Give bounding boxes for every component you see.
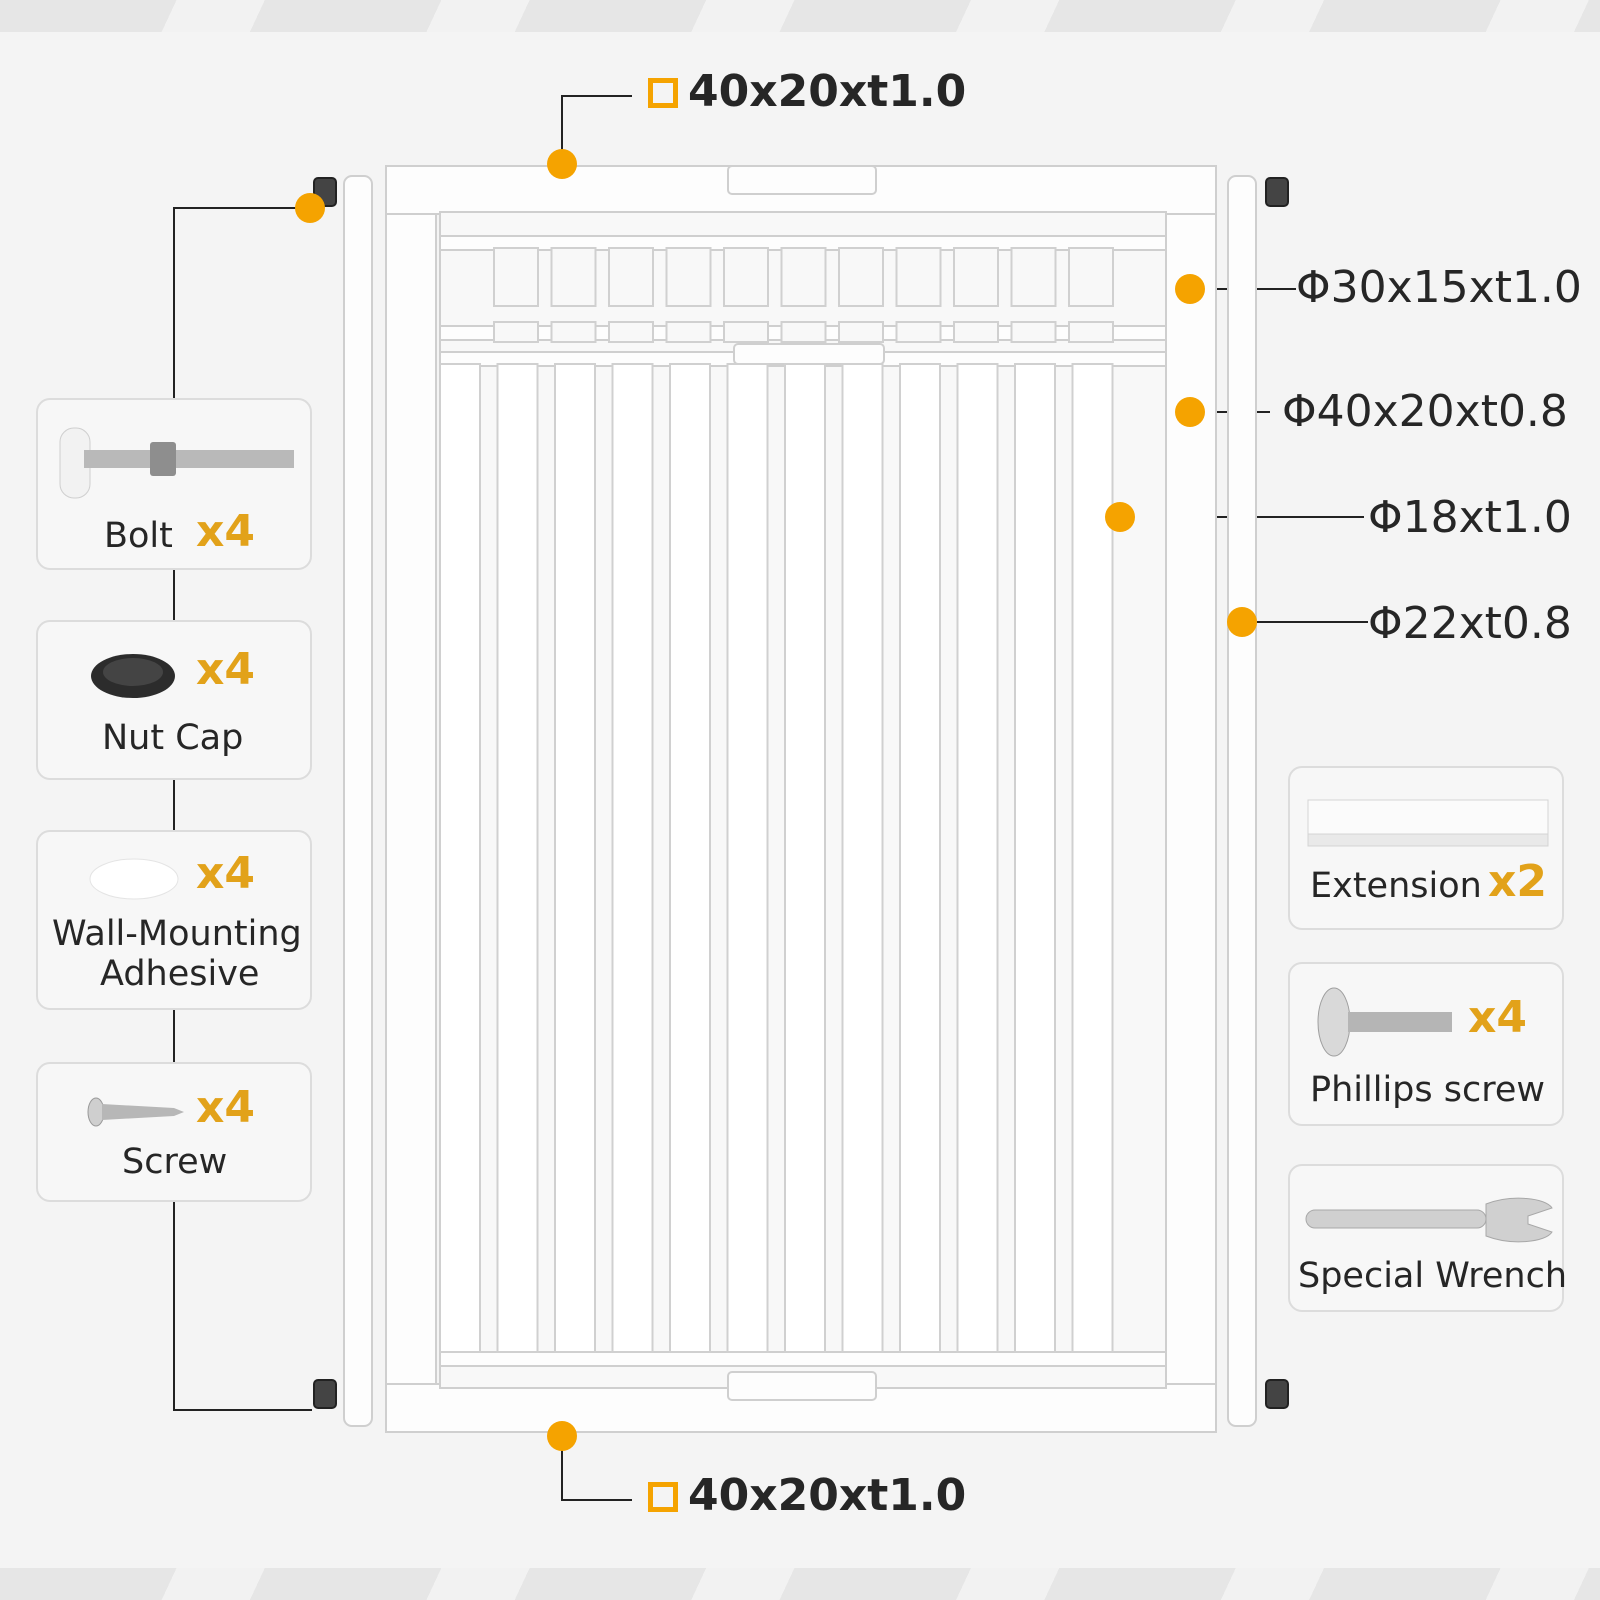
accessory-card-special-wrench: Special Wrench: [1288, 1164, 1568, 1312]
gate-bar: [956, 363, 999, 1353]
accessory-card-screw: x4 Screw: [36, 1062, 312, 1202]
grid-cell: [665, 321, 712, 343]
accessory-card-extension: Extension x2: [1288, 766, 1564, 930]
accessory-name: Nut Cap: [102, 718, 244, 758]
grid-cell: [1068, 321, 1114, 343]
grid-cell: [608, 321, 654, 343]
grid-cell: [493, 247, 539, 307]
accessory-name: Bolt: [104, 516, 173, 556]
grid-cell: [608, 247, 654, 307]
grid-cell: [838, 247, 884, 307]
accessory-name-line-2: Adhesive: [100, 954, 260, 994]
gate-bar: [1071, 363, 1114, 1353]
gate-bar: [726, 363, 769, 1353]
accessory-quantity: x4: [196, 644, 255, 695]
top-rail-dimension: 40x20xt1.0: [648, 66, 966, 117]
accessory-name: Special Wrench: [1298, 1256, 1568, 1296]
grid-cell: [780, 247, 827, 307]
square-tube-icon: [648, 1482, 678, 1512]
dimension-label-bar: Φ18xt1.0: [1368, 492, 1572, 543]
callout-dots: [295, 149, 1257, 1451]
accessory-quantity: x2: [1488, 856, 1547, 907]
grid-cell: [1010, 321, 1057, 343]
gate-bar: [784, 363, 826, 1353]
accessory-card-phillips-screw: x4 Phillips screw: [1288, 962, 1564, 1126]
accessory-name: Phillips screw: [1310, 1070, 1546, 1110]
accessory-quantity: x4: [196, 1082, 255, 1133]
grid-cell: [493, 321, 539, 343]
accessory-quantity: x4: [196, 848, 255, 899]
gate-bar: [554, 363, 596, 1353]
accessory-name: Wall-Mounting: [52, 914, 302, 954]
grid-cell: [550, 247, 597, 307]
dimension-label-top-bar: Φ30x15xt1.0: [1296, 262, 1582, 313]
accessory-name: Screw: [122, 1142, 228, 1182]
grid-cell: [1010, 247, 1057, 307]
accessory-card-adhesive: x4 Wall-Mounting Adhesive: [36, 830, 312, 1010]
accessory-name: Extension: [1310, 866, 1482, 906]
gate-bar: [841, 363, 884, 1353]
bolt-icon: [59, 427, 294, 499]
accessory-card-nut-cap: x4 Nut Cap: [36, 620, 312, 780]
grid-cell: [780, 321, 827, 343]
dimension-label-frame: Φ40x20xt0.8: [1282, 386, 1568, 437]
accessory-quantity: x4: [196, 506, 255, 557]
screw-icon: [87, 1097, 184, 1127]
gate-bar: [496, 363, 539, 1353]
gate-bar: [669, 363, 711, 1353]
gate-bar: [611, 363, 654, 1353]
decorative-stripe-band-top: [0, 0, 1600, 32]
grid-cell: [838, 321, 884, 343]
bottom-rail-dimension: 40x20xt1.0: [648, 1470, 966, 1521]
accessory-card-bolt: Bolt x4: [36, 398, 312, 570]
adhesive-pad-icon: [89, 858, 179, 900]
grid-cell: [1068, 247, 1114, 307]
gate-vertical-bars: [439, 363, 1114, 1353]
gate-top-grid: [493, 247, 1114, 343]
decorative-stripe-band-bottom: [0, 1568, 1600, 1600]
accessory-quantity: x4: [1468, 992, 1527, 1043]
grid-cell: [665, 247, 712, 307]
grid-cell: [723, 247, 769, 307]
dimension-label-pole: Φ22xt0.8: [1368, 598, 1572, 649]
grid-cell: [895, 247, 942, 307]
gate-bar: [899, 363, 941, 1353]
grid-cell: [953, 247, 999, 307]
grid-cell: [953, 321, 999, 343]
gate-bar: [1014, 363, 1056, 1353]
gate-bar: [439, 363, 481, 1353]
grid-cell: [723, 321, 769, 343]
grid-cell: [550, 321, 597, 343]
square-tube-icon: [648, 78, 678, 108]
extension-icon: [1307, 799, 1549, 847]
grid-cell: [895, 321, 942, 343]
wrench-icon: [1305, 1197, 1553, 1243]
phillips-screw-icon: [1317, 987, 1452, 1057]
nut-cap-icon: [91, 654, 175, 698]
